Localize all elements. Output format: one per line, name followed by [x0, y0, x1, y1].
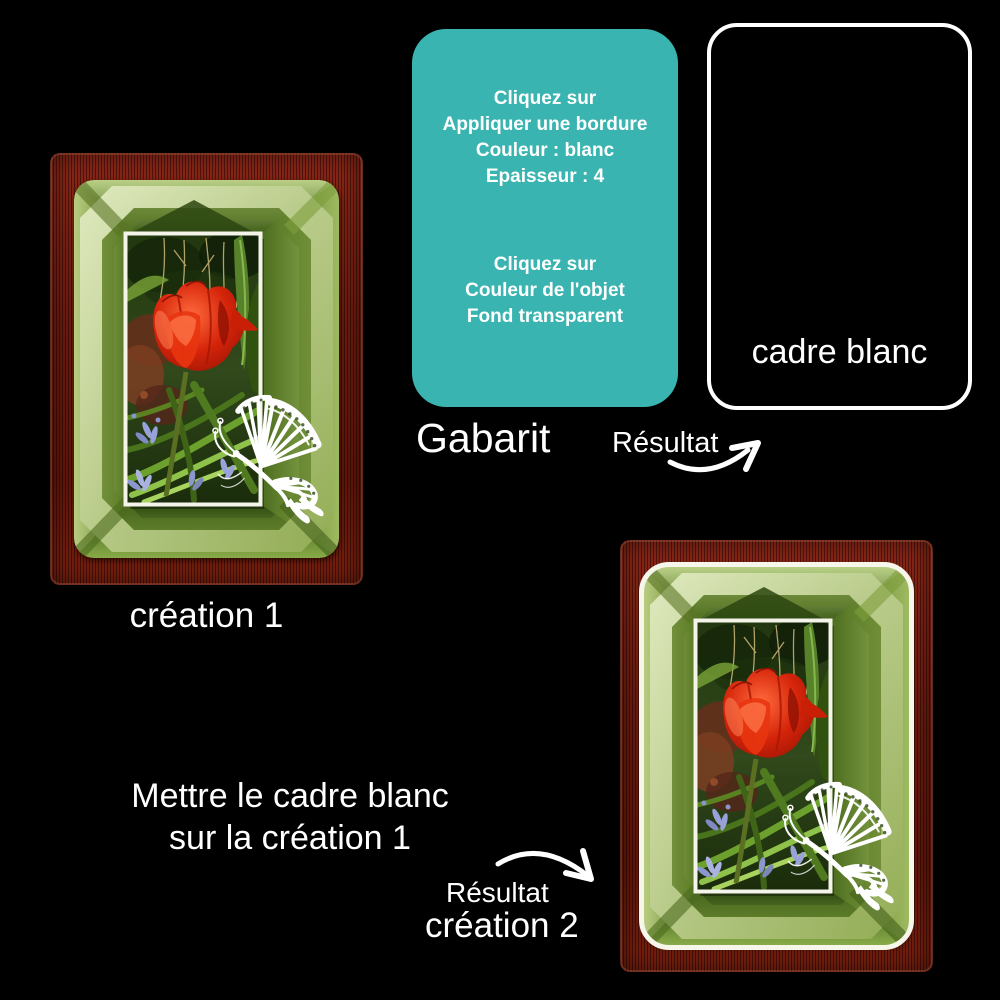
creation-1-card — [50, 153, 363, 585]
butterfly-icon — [212, 394, 324, 524]
instruction-line: Appliquer une bordure — [442, 114, 648, 135]
resultat-top-label: Résultat — [612, 427, 719, 459]
gabarit-instructions-border: Cliquez sur Appliquer une bordure Couleu… — [412, 29, 678, 190]
gabarit-label: Gabarit — [416, 415, 551, 461]
tulip-photo — [127, 235, 259, 503]
wing-perforations — [812, 785, 887, 835]
instruction-line: Couleur : blanc — [475, 140, 615, 161]
tulip — [153, 280, 258, 497]
green-mat-frame — [74, 180, 339, 558]
wing-perforations — [242, 398, 317, 448]
curved-arrow-down-right-icon — [495, 848, 594, 882]
mat-artwork — [644, 567, 909, 945]
green-mat-frame — [644, 567, 909, 945]
creation-1-label: création 1 — [129, 596, 284, 635]
cadre-blanc-frame: cadre blanc — [707, 23, 972, 410]
butterfly-icon — [782, 781, 894, 911]
curved-arrow-up-right-icon — [667, 440, 761, 473]
instruction-line: Cliquez sur — [493, 254, 597, 275]
creation-2-label: création 2 — [425, 906, 579, 945]
instruction-text-line1: Mettre le cadre blanc — [131, 777, 449, 815]
gabarit-instructions-color: Cliquez sur Couleur de l'objet Fond tran… — [412, 190, 678, 330]
instruction-line: Fond transparent — [466, 306, 624, 327]
instruction-text-line2: sur la création 1 — [169, 819, 411, 857]
blue-agapanthus — [697, 800, 805, 879]
upper-right-wing — [259, 400, 318, 469]
instruction-line: Cliquez sur — [493, 88, 597, 109]
instruction-line: Couleur de l'objet — [465, 280, 625, 301]
mat-artwork — [74, 180, 339, 558]
creation-2-artwork — [620, 540, 933, 972]
blue-agapanthus — [127, 413, 235, 492]
instruction-line: Epaisseur : 4 — [485, 166, 605, 187]
instruction-text: Mettre le cadre blanc sur la création 1 — [90, 775, 490, 859]
resultat-bottom-label: Résultat — [446, 877, 549, 908]
cadre-blanc-label: cadre blanc — [751, 333, 928, 371]
creation-1-artwork — [50, 153, 363, 585]
upper-right-wing — [829, 787, 888, 856]
tulip-photo — [697, 622, 829, 890]
creation-2-card — [620, 540, 933, 972]
gabarit-box: Cliquez sur Appliquer une bordure Couleu… — [412, 29, 678, 407]
tulip — [723, 667, 828, 884]
